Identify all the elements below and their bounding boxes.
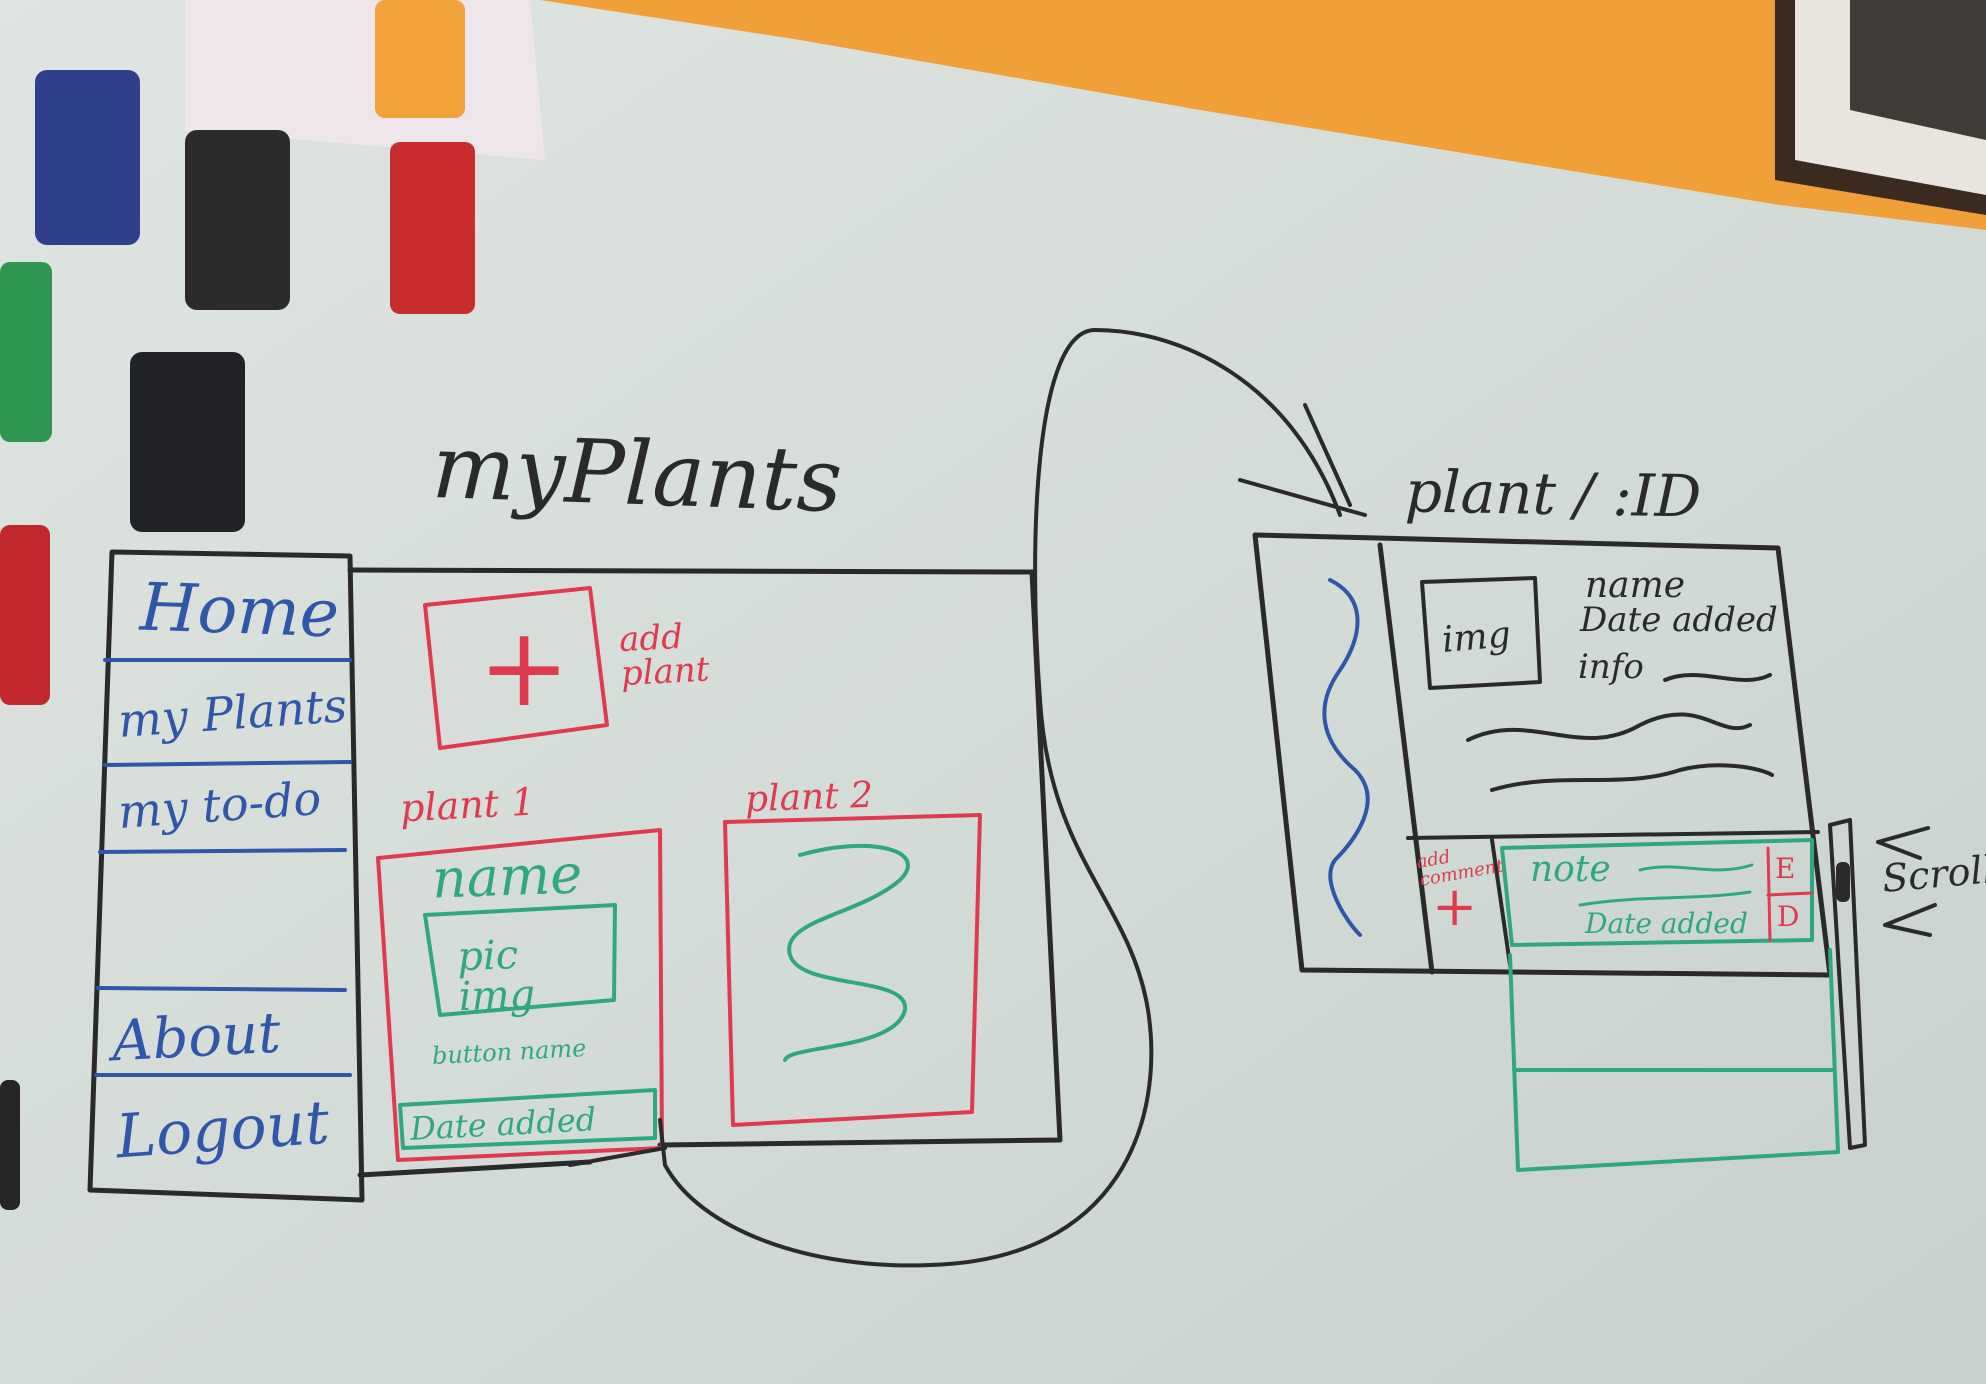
detail-sidebar-squiggle xyxy=(1322,578,1370,937)
orange-wall xyxy=(540,0,1986,230)
note-edit-button[interactable]: E xyxy=(1775,852,1796,885)
magnets xyxy=(0,0,475,1210)
nav-item-my-todo[interactable]: my to-do xyxy=(116,770,323,840)
plant-card-1-date: Date added xyxy=(409,1100,598,1148)
main-panel-outline xyxy=(347,567,1063,1178)
magnet-red-2 xyxy=(0,525,50,705)
magnet-blue xyxy=(35,70,140,245)
info-squiggle-2 xyxy=(1466,712,1752,742)
magnet-green xyxy=(0,262,52,442)
right-sketch-title: plant / :ID xyxy=(1404,457,1702,531)
note-edit-delete-divider xyxy=(1766,846,1814,942)
note-stack xyxy=(1508,948,1840,1172)
magnet-orange xyxy=(375,0,465,118)
plant-card-1-name: name xyxy=(430,842,584,911)
detail-sidebar-divider xyxy=(1377,542,1435,975)
plant-card-2-squiggle xyxy=(783,843,910,1062)
plant-card-1-pic: pic img xyxy=(456,932,536,1021)
add-plant-label: add plant xyxy=(618,616,711,695)
magnet-black-2 xyxy=(130,352,245,532)
scroll-label: Scroll xyxy=(1880,847,1986,901)
note-box[interactable] xyxy=(1500,838,1814,947)
scroll-arrow-lower xyxy=(1883,903,1937,937)
scroll-arrow-upper xyxy=(1876,826,1930,860)
connector-arrowhead xyxy=(1238,403,1367,517)
scrollbar-thumb[interactable] xyxy=(1836,862,1850,902)
sidebar-dividers xyxy=(94,658,352,1077)
detail-name-label: name xyxy=(1585,565,1686,606)
plant-card-1-heading: plant 1 xyxy=(398,779,537,831)
plant-card-1-date-box xyxy=(398,1088,657,1150)
note-date-label: Date added xyxy=(1585,907,1748,940)
plant-card-1-image-box xyxy=(423,903,617,1017)
magnet-black xyxy=(185,130,290,310)
scrollbar-track[interactable] xyxy=(1828,818,1867,1150)
note-delete-button[interactable]: D xyxy=(1777,900,1800,933)
left-sketch-title: myPlants xyxy=(430,414,844,533)
detail-info-divider xyxy=(1406,830,1820,840)
picture-frame xyxy=(1775,0,1986,215)
nav-item-home[interactable]: Home xyxy=(138,568,341,653)
sidebar-outline xyxy=(87,549,365,1203)
add-plant-box[interactable] xyxy=(423,586,609,750)
add-plant-plus[interactable]: + xyxy=(478,603,571,731)
note-label: note xyxy=(1530,849,1611,890)
detail-img-label: img xyxy=(1440,614,1513,661)
info-squiggle-1 xyxy=(1663,673,1772,682)
connector-arrow-line xyxy=(568,328,1342,1268)
plant-card-2-heading: plant 2 xyxy=(744,774,874,821)
magnet-red xyxy=(390,142,475,314)
detail-img-box xyxy=(1420,576,1542,690)
nav-item-about[interactable]: About xyxy=(110,1000,283,1075)
detail-date-label: Date added xyxy=(1580,600,1778,640)
detail-info-label: info xyxy=(1578,647,1644,687)
plant-card-2[interactable] xyxy=(723,813,982,1127)
note-squiggle xyxy=(1578,863,1754,907)
add-comment-divider xyxy=(1490,838,1512,967)
nav-item-logout[interactable]: Logout xyxy=(113,1087,332,1173)
add-comment-plus[interactable]: + xyxy=(1432,875,1478,938)
info-squiggle-3 xyxy=(1490,763,1774,792)
